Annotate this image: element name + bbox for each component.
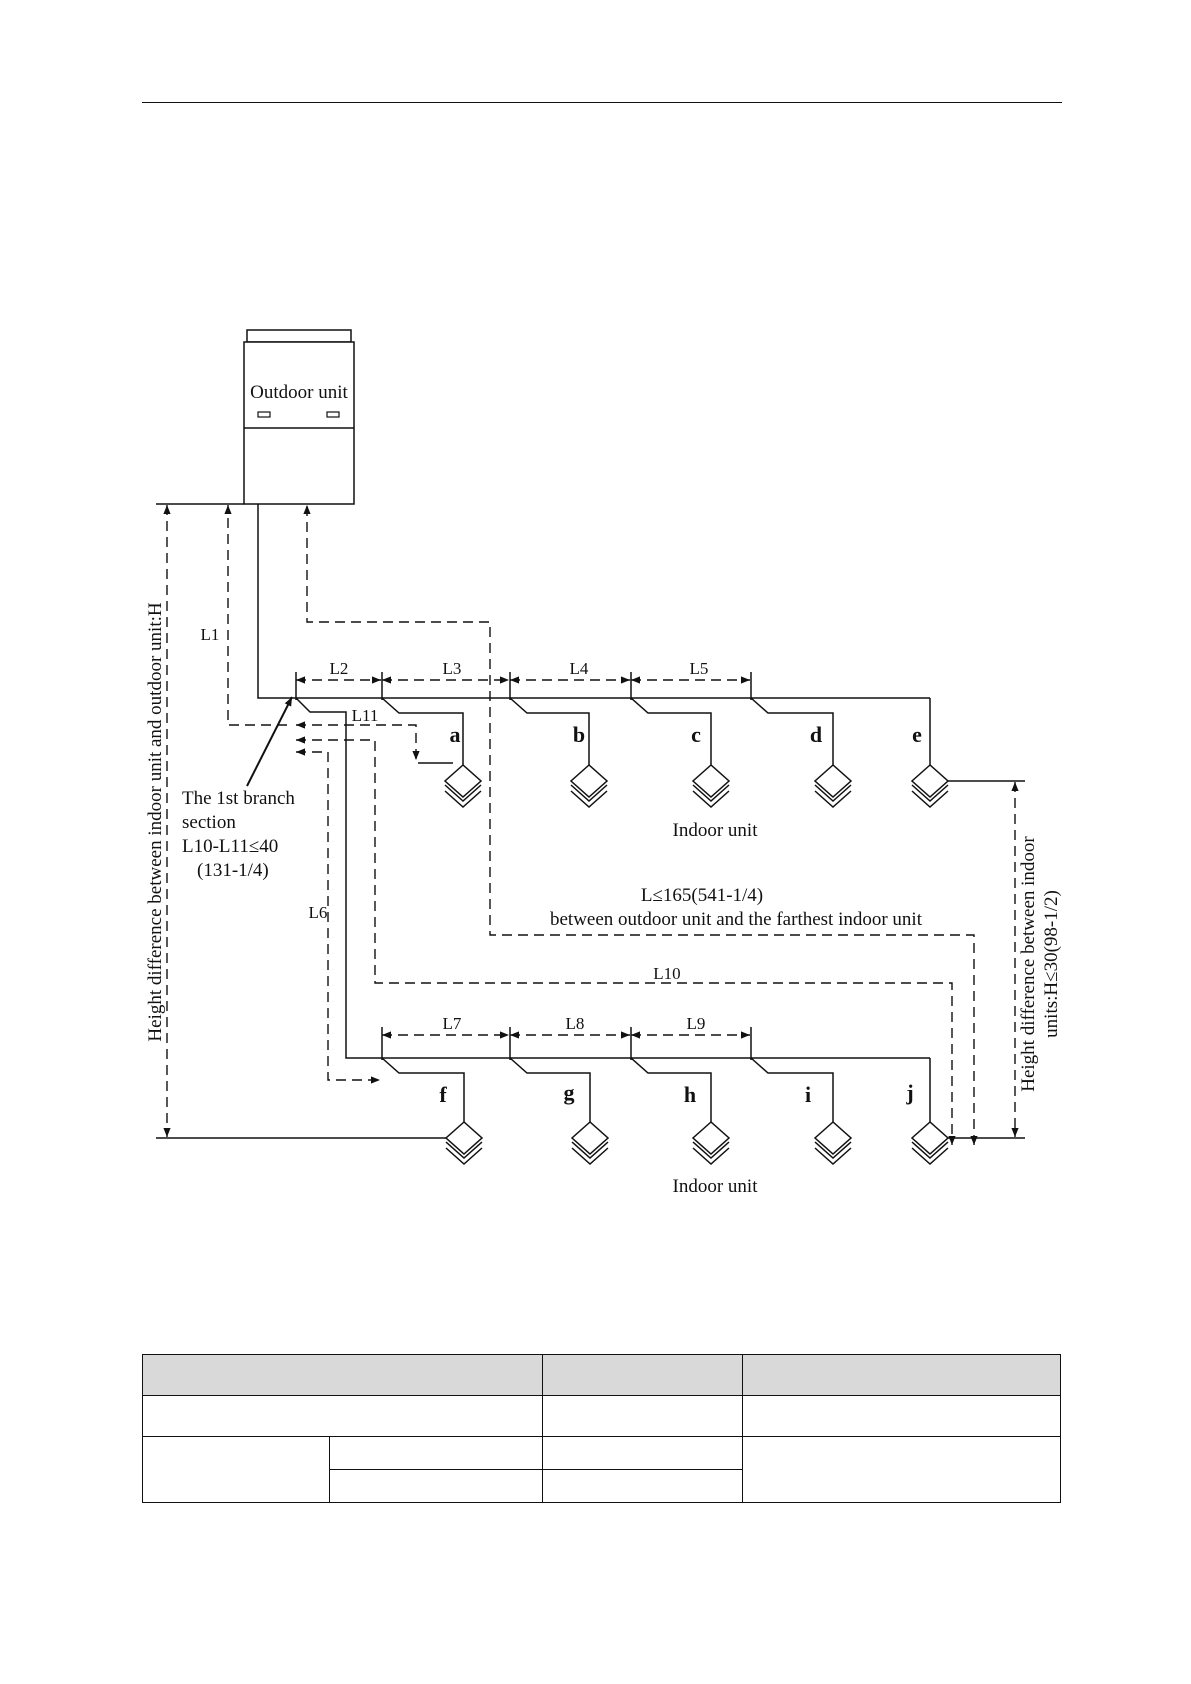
pipe-label-l3: L3 [443, 659, 462, 678]
table-cell [542, 1395, 743, 1437]
refrigerant-pipes [156, 503, 1025, 1139]
header-rule [142, 102, 1062, 103]
table-cell [542, 1436, 743, 1470]
table-cell [742, 1395, 1061, 1437]
first-branch-note: The 1st branch section L10-L11≤40 (131-1… [182, 788, 295, 881]
indoor-unit-a [444, 764, 482, 808]
height-label-right-line1: Height difference between indoor [1018, 836, 1039, 1092]
table-header-cell [542, 1354, 743, 1396]
pipe-label-l9: L9 [687, 1014, 706, 1033]
table-row [143, 1469, 1061, 1503]
indoor-unit-d [814, 764, 852, 808]
indoor-unit-c [692, 764, 730, 808]
table-cell [142, 1436, 330, 1503]
table-header-cell [742, 1354, 1061, 1396]
outdoor-unit-label: Outdoor unit [250, 382, 348, 403]
indoor-unit-h [692, 1121, 730, 1165]
unit-letter-d: d [810, 722, 822, 747]
table-row [142, 1395, 1061, 1437]
max-length-line1: L≤165(541-1/4) [641, 885, 763, 906]
branch-note-line4: (131-1/4) [197, 860, 269, 881]
pipe-label-l1: L1 [201, 625, 220, 644]
unit-letter-b: b [573, 722, 585, 747]
indoor-unit-j [911, 1121, 949, 1165]
pipe-label-l10: L10 [653, 964, 680, 983]
table-cell [542, 1469, 743, 1503]
unit-letter-j: j [905, 1080, 913, 1105]
indoor-unit-label-top: Indoor unit [673, 820, 759, 841]
dimension-lines [163, 505, 1019, 1145]
unit-letter-f: f [439, 1082, 447, 1107]
unit-letter-c: c [691, 722, 701, 747]
indoor-unit-b [570, 764, 608, 808]
branch-note-line2: section [182, 812, 236, 833]
unit-letter-e: e [912, 722, 922, 747]
indoor-unit-g [571, 1121, 609, 1165]
unit-letter-h: h [684, 1082, 696, 1107]
indoor-unit-f [445, 1121, 483, 1165]
branch-note-line1: The 1st branch [182, 788, 295, 809]
branch-note-line3: L10-L11≤40 [182, 836, 278, 857]
branch-ticks [295, 672, 752, 1060]
table-cell [742, 1436, 1061, 1503]
branch-pointer-arrow [246, 696, 293, 787]
table-row [142, 1436, 1061, 1503]
indoor-unit-label-bottom: Indoor unit [673, 1176, 759, 1197]
pipe-label-l2: L2 [330, 659, 349, 678]
pipe-label-l8: L8 [566, 1014, 585, 1033]
table-header-row [142, 1354, 1061, 1396]
table-cell [329, 1436, 543, 1470]
pipe-label-l5: L5 [690, 659, 709, 678]
pipe-label-l11: L11 [352, 706, 379, 725]
table-cell [142, 1395, 543, 1437]
table-header-cell [142, 1354, 543, 1396]
unit-letter-a: a [450, 722, 461, 747]
pipe-label-l7: L7 [443, 1014, 462, 1033]
height-label-left: Height difference between indoor unit an… [145, 602, 166, 1041]
table-cell [329, 1469, 543, 1503]
spec-table [142, 1354, 1061, 1503]
unit-letter-i: i [805, 1082, 811, 1107]
height-label-right-line2: units:H≤30(98-1/2) [1041, 890, 1062, 1038]
outdoor-unit: Outdoor unit [243, 329, 355, 505]
pipe-label-l6: L6 [309, 903, 328, 922]
indoor-unit-e [911, 764, 949, 808]
pipe-label-l4: L4 [570, 659, 589, 678]
unit-letter-g: g [564, 1080, 575, 1105]
indoor-unit-i [814, 1121, 852, 1165]
max-length-line2: between outdoor unit and the farthest in… [550, 909, 923, 930]
